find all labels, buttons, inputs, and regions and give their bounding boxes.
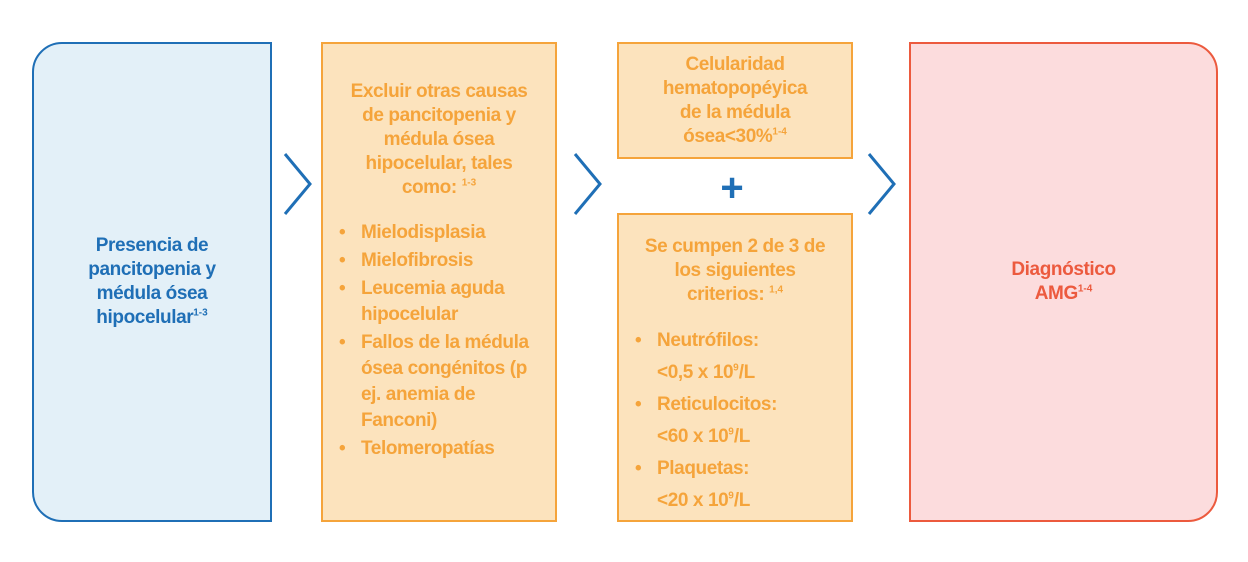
exclusion-list: Mielodisplasia Mielofibrosis Leucemia ag…	[337, 220, 542, 464]
list-item: Mielodisplasia	[337, 220, 542, 246]
list-item: Leucemia aguda hipocelular	[337, 276, 542, 328]
list-item: Neutrófilos: <0,5 x 109/L	[633, 325, 838, 389]
presence-ref: 1-3	[193, 307, 208, 319]
plus-icon: +	[720, 166, 744, 210]
chevron-right-icon	[573, 153, 602, 215]
diagnosis-box: Diagnóstico AMG1-4	[909, 42, 1218, 522]
list-item: Plaquetas: <20 x 109/L	[633, 453, 838, 517]
criteria-ref: 1,4	[769, 284, 784, 296]
criteria-list: Neutrófilos: <0,5 x 109/L Reticulocitos:…	[633, 325, 838, 517]
exclusion-box: Excluir otras causas de pancitopenia y m…	[321, 42, 557, 522]
exclusion-ref: 1-3	[461, 177, 477, 189]
criteria-box: Se cumpen 2 de 3 de los siguientes crite…	[617, 213, 853, 522]
cellularity-ref: 1-4	[772, 126, 787, 138]
diagnosis-ref: 1-4	[1077, 283, 1093, 295]
presence-box: Presencia de pancitopenia y médula ósea …	[32, 42, 272, 522]
exclusion-heading: Excluir otras causas de pancitopenia y m…	[350, 81, 528, 198]
list-item: Reticulocitos: <60 x 109/L	[633, 389, 838, 453]
cellularity-text: Celularidad hematopopéyica de la médula …	[662, 53, 808, 147]
diagnosis-label: Diagnóstico	[1011, 259, 1116, 280]
diagnosis-text: Diagnóstico AMG1-4	[911, 258, 1216, 306]
criteria-heading: Se cumpen 2 de 3 de los siguientes crite…	[644, 236, 826, 305]
chevron-right-icon	[867, 153, 896, 215]
chevron-right-icon	[283, 153, 312, 215]
list-item: Telomeropatías	[337, 436, 542, 462]
presence-label: Presencia de pancitopenia y médula ósea …	[88, 235, 216, 328]
presence-text: Presencia de pancitopenia y médula ósea …	[34, 234, 270, 330]
cellularity-box: Celularidad hematopopéyica de la médula …	[617, 42, 853, 159]
list-item: Mielofibrosis	[337, 248, 542, 274]
list-item: Fallos de la médula ósea congénitos (p e…	[337, 330, 542, 434]
diagnosis-acronym: AMG	[1034, 283, 1079, 304]
